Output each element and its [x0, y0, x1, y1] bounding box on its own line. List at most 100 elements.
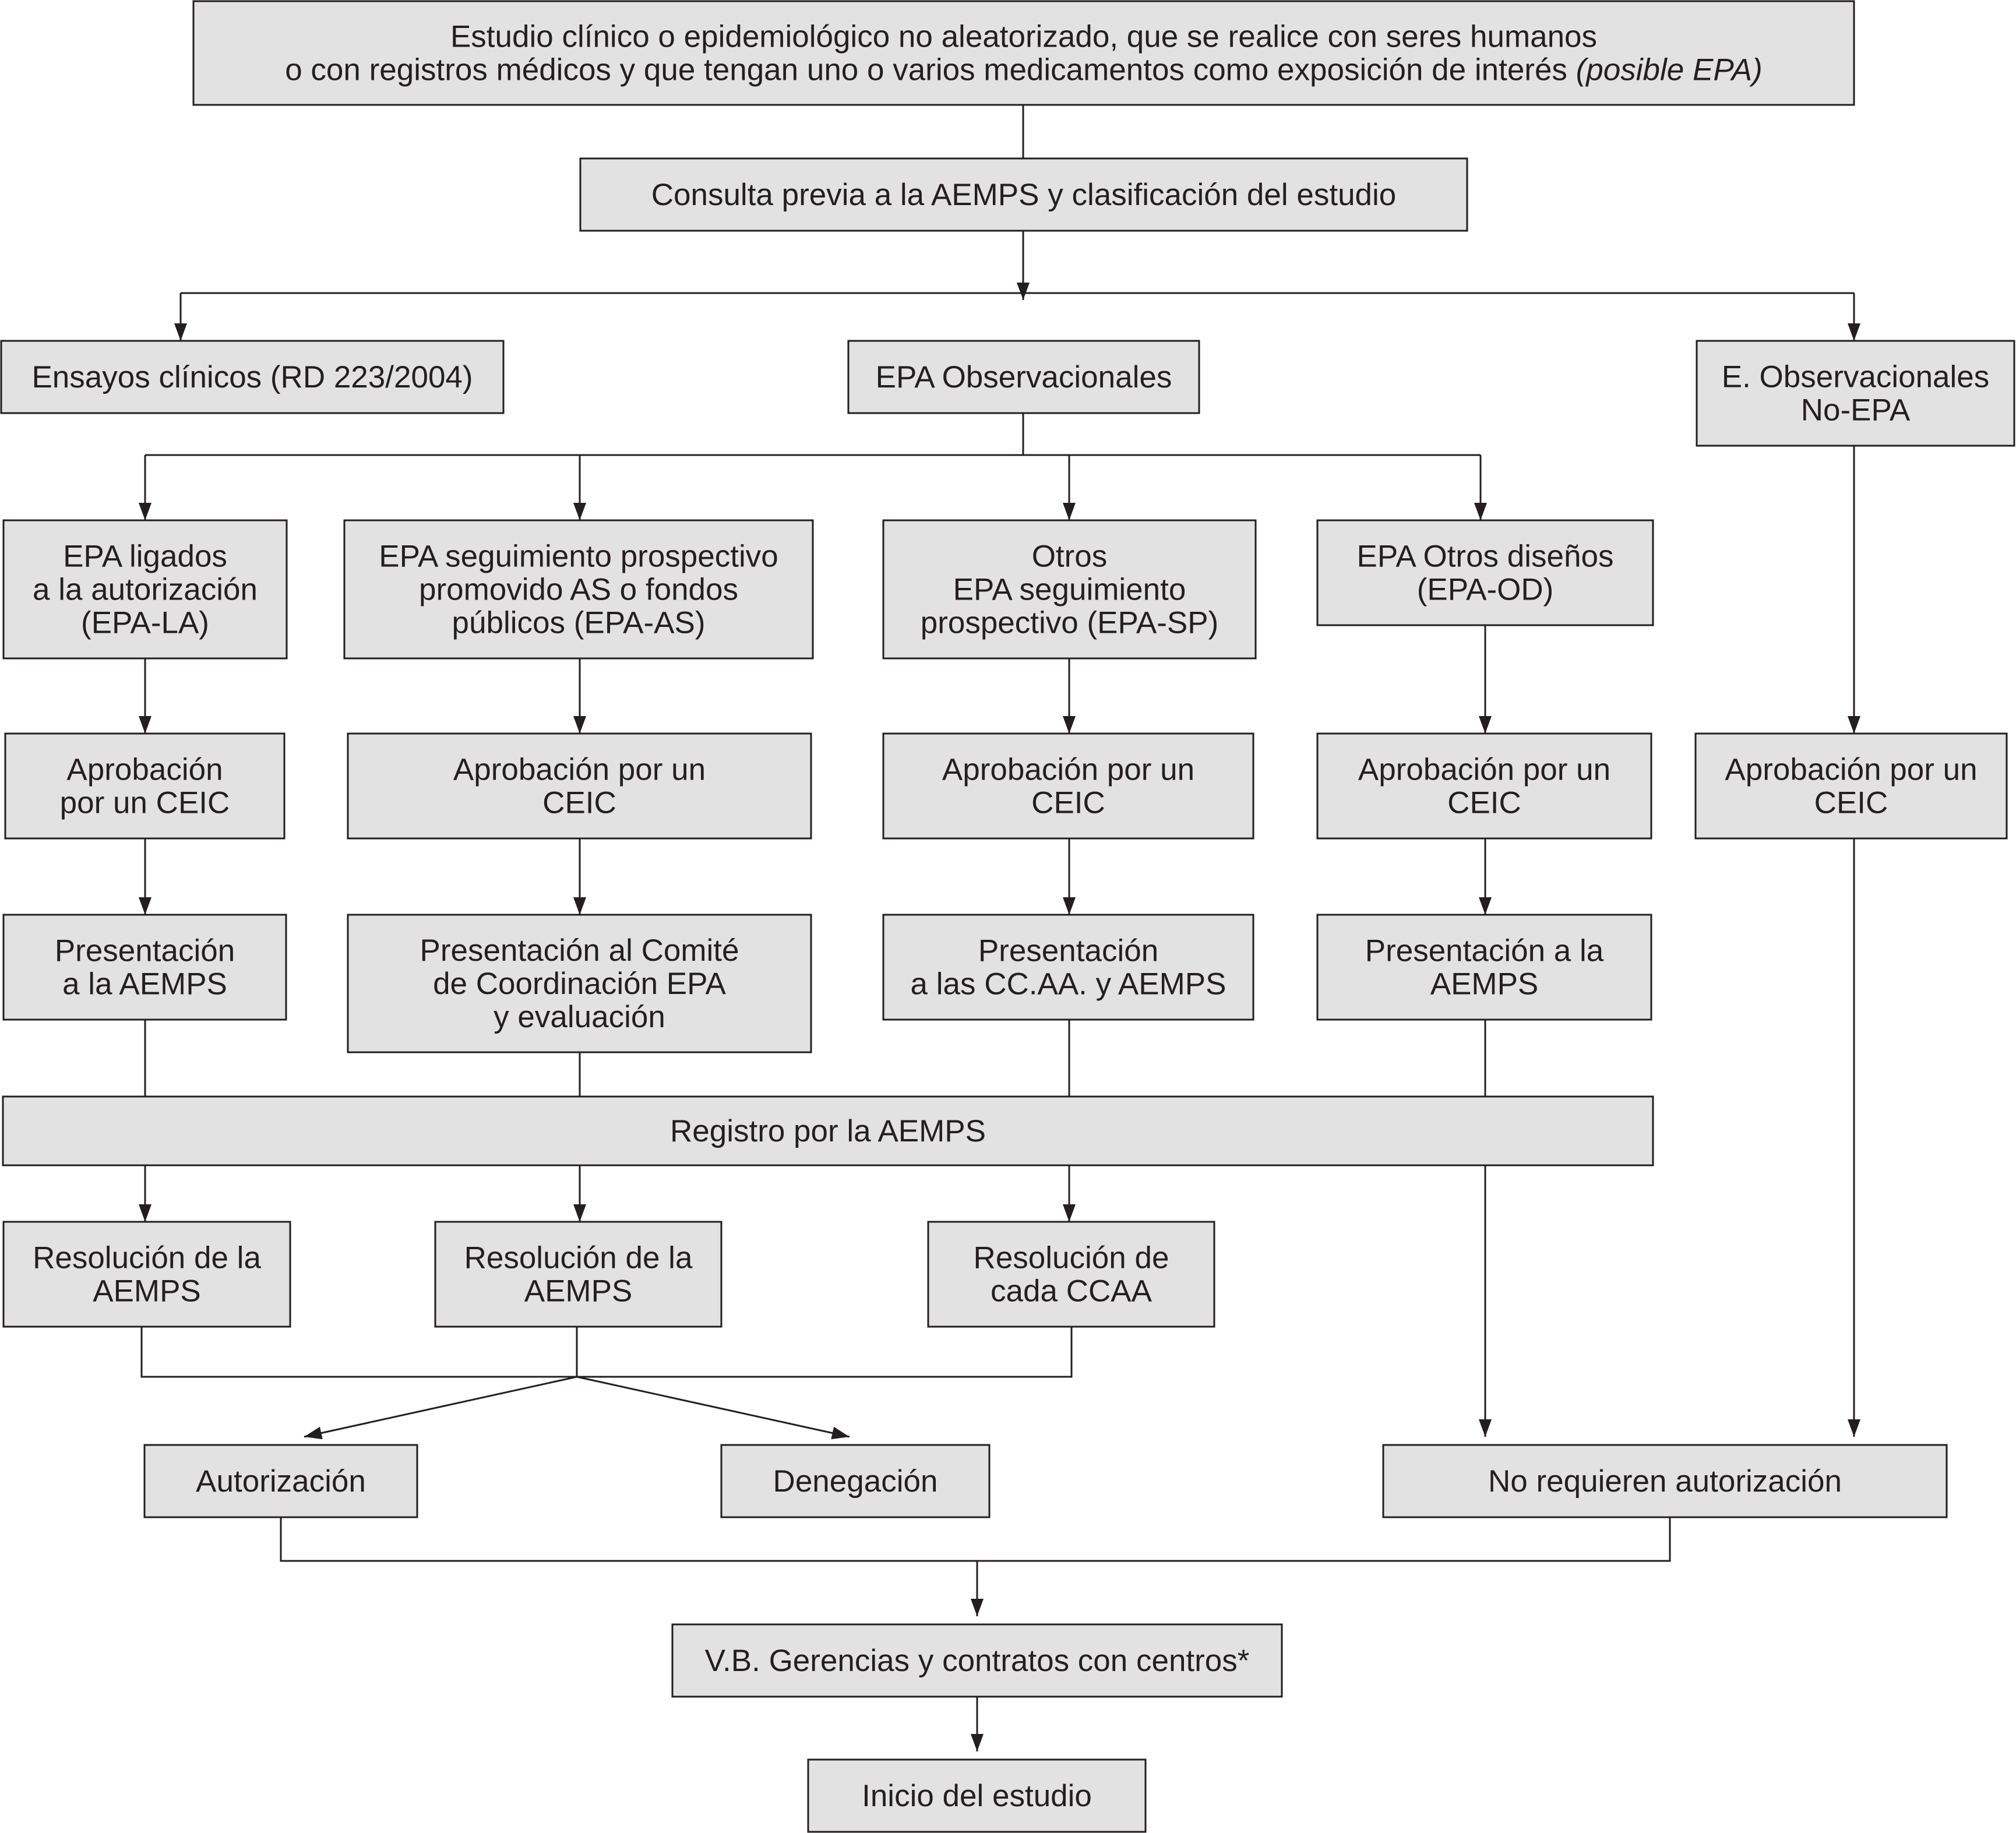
connector-line [576, 1376, 850, 1438]
node-box [1694, 732, 2008, 840]
node-label-line: AEMPS [524, 1274, 633, 1309]
node-box [671, 1623, 1283, 1698]
node-denegacion: Denegación [720, 1444, 991, 1518]
connector-line [304, 1376, 577, 1438]
arrowhead [1479, 716, 1492, 734]
node-box [347, 914, 812, 1053]
node-label-line: Aprobación por un [1725, 753, 1977, 787]
node-label-line: (EPA-LA) [81, 606, 209, 640]
node-box [2, 914, 287, 1021]
arrowhead [1848, 323, 1860, 341]
node-box [1316, 519, 1654, 626]
node-box [807, 1758, 1147, 1833]
node-label-line: EPA Observacionales [876, 360, 1172, 394]
arrowhead [139, 1204, 151, 1222]
node-label-line: promovido AS o fondos [419, 573, 738, 607]
node-box [434, 1221, 722, 1328]
node-vb: V.B. Gerencias y contratos con centros* [671, 1623, 1283, 1698]
arrowhead [831, 1426, 850, 1440]
node-label-line: Estudio clínico o epidemiológico no alea… [450, 20, 1597, 54]
node-label-line: Presentación [55, 934, 235, 968]
arrowhead [139, 503, 151, 520]
node-box [0, 340, 505, 414]
node-label-line: Presentación a la [1365, 934, 1604, 968]
connector-line [140, 1327, 1073, 1378]
node-label-line: CEIC [542, 786, 616, 820]
arrowhead [1063, 897, 1076, 915]
node-box [720, 1444, 991, 1518]
node-box [1696, 340, 2015, 447]
node-label-line: a las CC.AA. y AEMPS [911, 967, 1226, 1002]
node-label-line: prospectivo (EPA-SP) [921, 606, 1219, 640]
arrowhead [1063, 716, 1076, 734]
connector-line [280, 1517, 1671, 1562]
node-label-line: Otros [1032, 540, 1108, 574]
node-label-line: V.B. Gerencias y contratos con centros* [705, 1644, 1250, 1678]
arrowhead [1848, 716, 1860, 734]
node-label-line: EPA seguimiento [953, 573, 1186, 607]
node-label-line: Aprobación [66, 753, 223, 787]
node-consulta: Consulta previa a la AEMPS y clasificaci… [579, 157, 1468, 232]
arrowhead [139, 897, 151, 915]
node-label-line: por un CEIC [60, 786, 230, 820]
node-autorizacion: Autorización [143, 1444, 418, 1518]
node-label-line: de Coordinación EPA [433, 967, 726, 1001]
node-box [347, 732, 812, 840]
node-label-line: Aprobación por un [942, 753, 1194, 787]
node-box [2, 519, 288, 660]
node-estudio: Estudio clínico o epidemiológico no alea… [192, 0, 1855, 106]
node-label-line: No-EPA [1801, 393, 1911, 428]
node-label-line: Ensayos clínicos (RD 223/2004) [31, 360, 473, 394]
node-label-line: CEIC [1814, 786, 1888, 820]
node-box [343, 519, 814, 660]
node-box [1316, 732, 1652, 840]
arrowhead [971, 1734, 984, 1751]
node-label-line: CEIC [1031, 786, 1105, 820]
node-label-line: AEMPS [93, 1274, 201, 1309]
node-label-line: E. Observacionales [1722, 360, 1990, 394]
node-label: Inicio del estudio [862, 1779, 1092, 1813]
arrowhead [573, 1204, 586, 1222]
arrowhead [174, 323, 187, 341]
node-box [847, 340, 1200, 414]
node-label-line: Presentación [978, 934, 1158, 968]
node-ensayos: Ensayos clínicos (RD 223/2004) [0, 340, 505, 414]
node-box [927, 1221, 1215, 1328]
node-label: EPA Otros diseños(EPA-OD) [1357, 540, 1614, 607]
arrowhead [1063, 1204, 1076, 1222]
node-label-line: y evaluación [494, 1000, 665, 1034]
node-box [882, 732, 1254, 840]
arrowhead [573, 897, 586, 915]
node-label: Denegación [773, 1464, 938, 1499]
arrowhead [1848, 1419, 1860, 1437]
node-label-line: cada CCAA [991, 1274, 1152, 1309]
node-label-line: Aprobación por un [453, 753, 706, 787]
node-label-line: Consulta previa a la AEMPS y clasificaci… [651, 178, 1397, 212]
node-label: Ensayos clínicos (RD 223/2004) [31, 360, 473, 394]
node-label-line: (EPA-OD) [1417, 573, 1554, 607]
node-label-line: EPA Otros diseños [1357, 540, 1614, 574]
node-box [1316, 914, 1652, 1021]
node-box [2, 1095, 1654, 1166]
node-label-line: Presentación al Comité [420, 933, 739, 968]
